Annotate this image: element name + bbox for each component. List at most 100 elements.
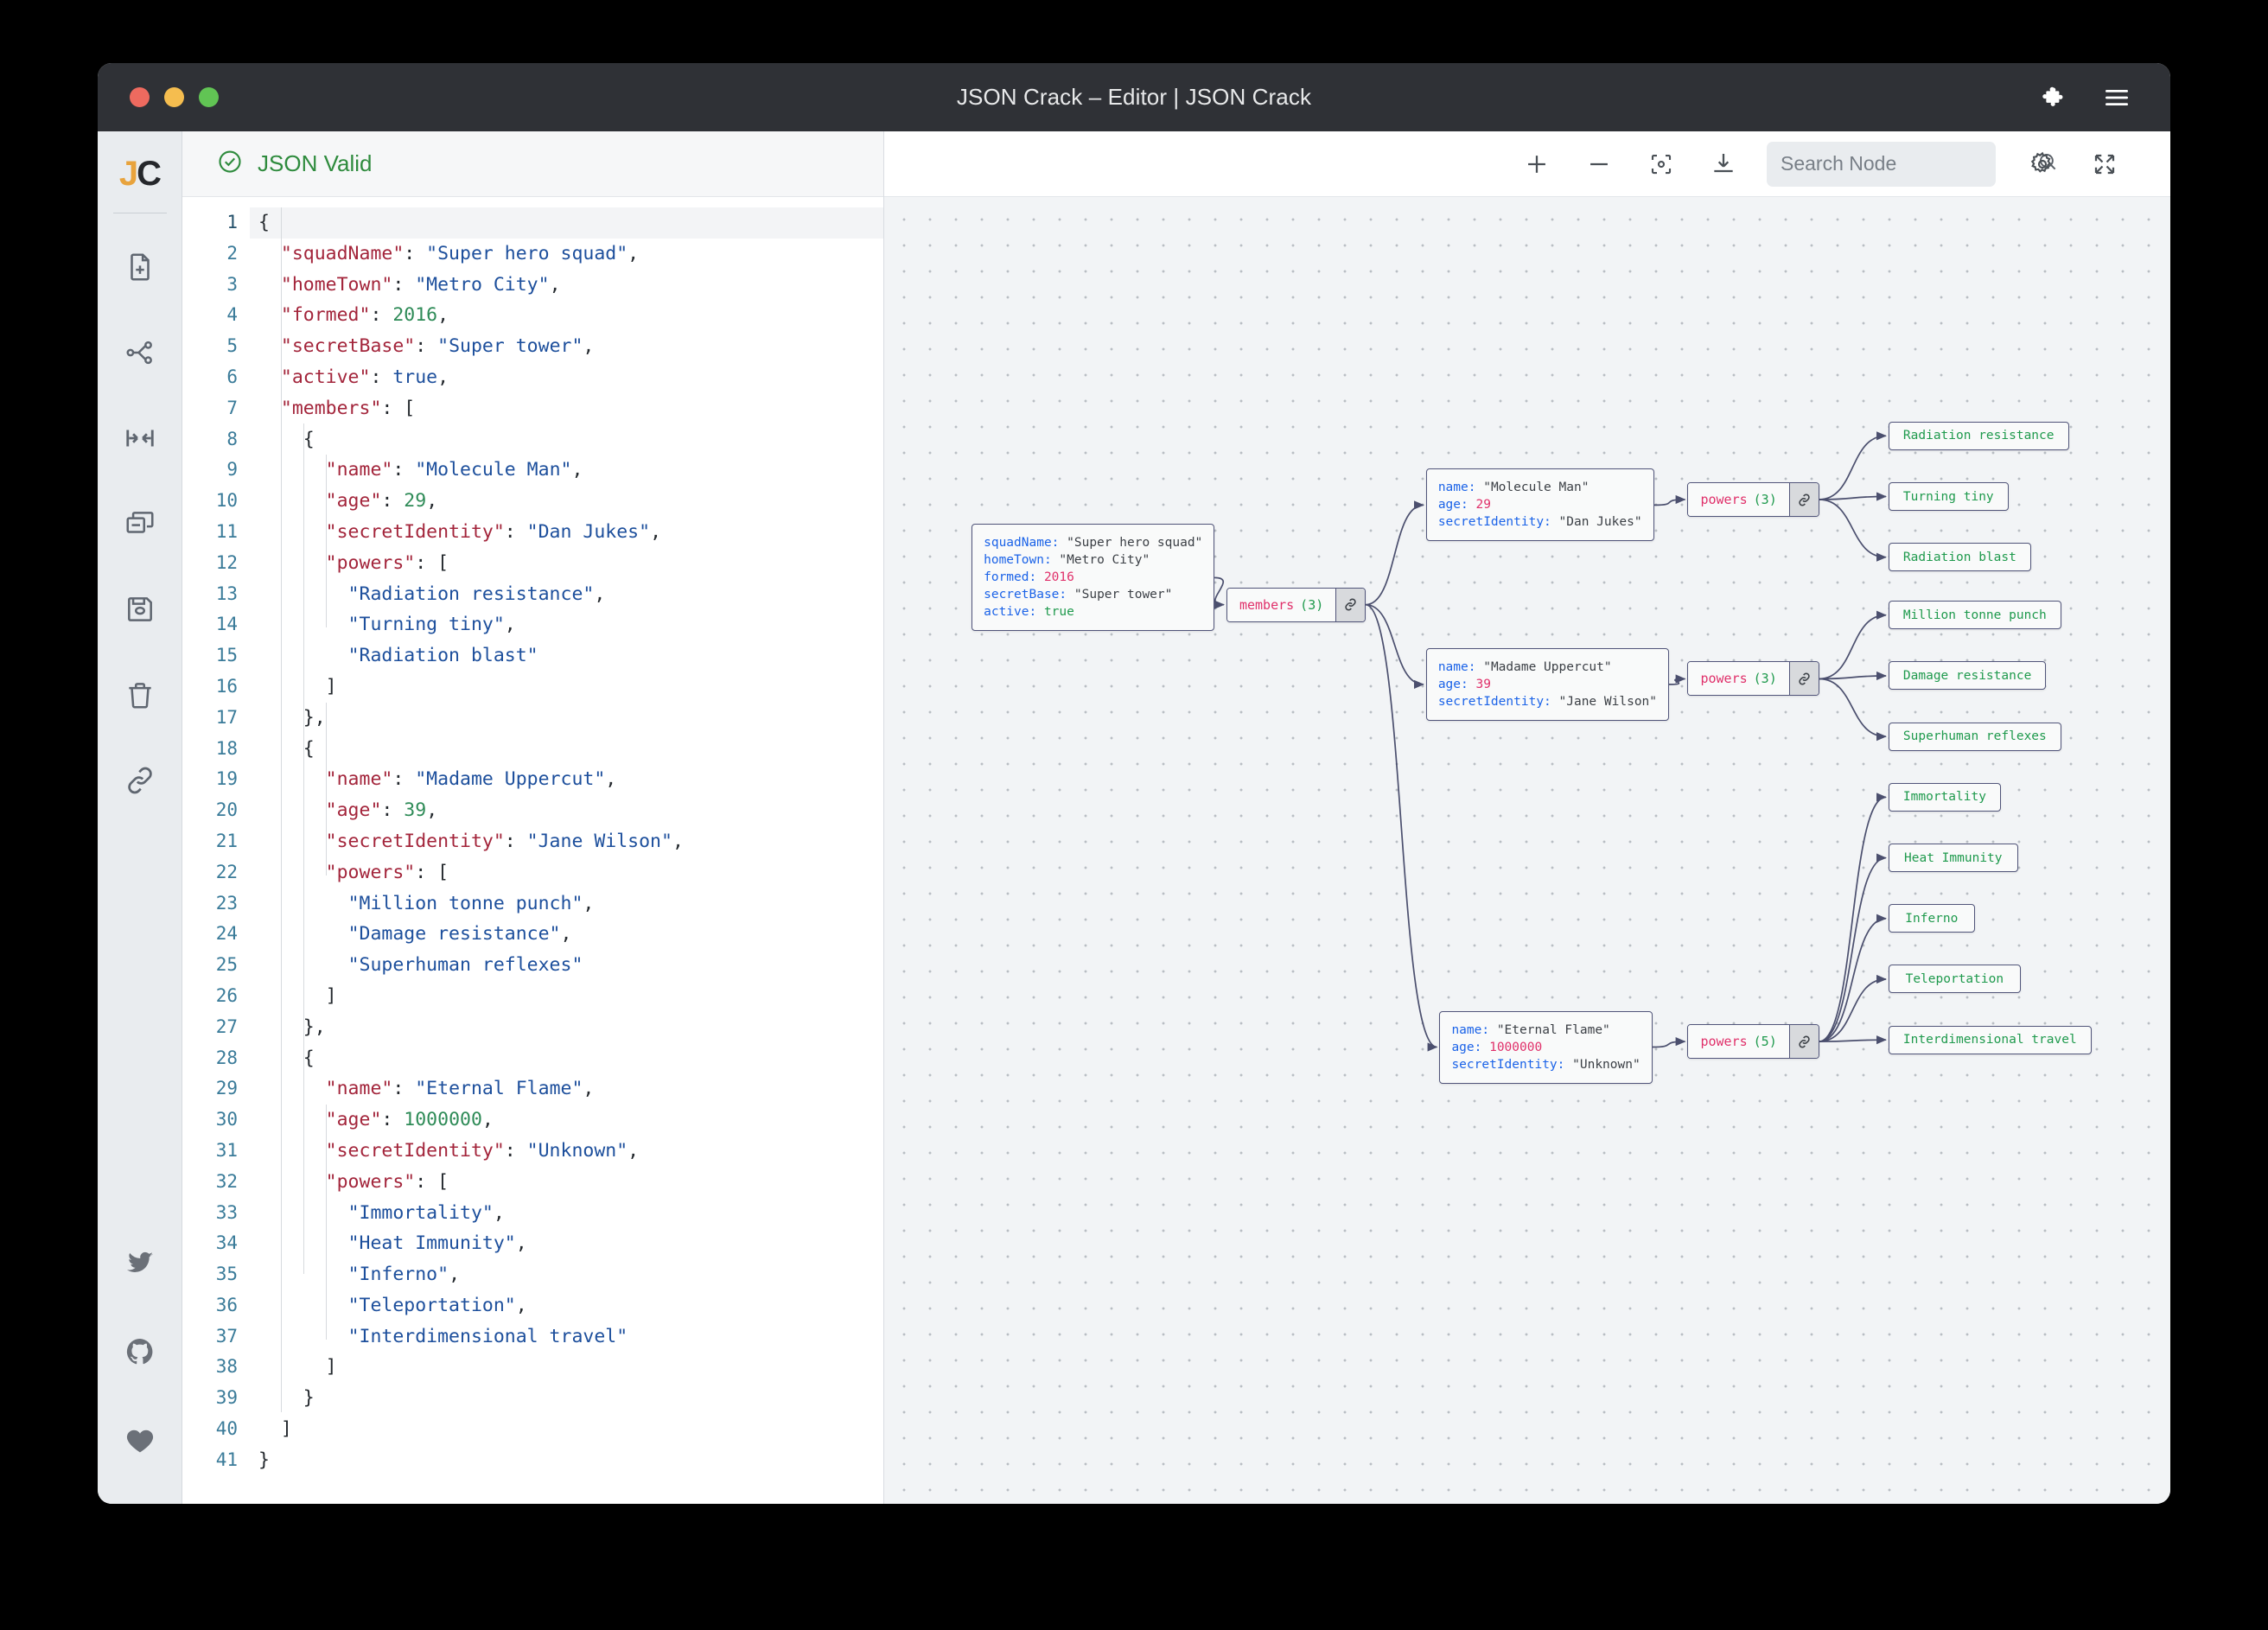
code-line[interactable]: "active": true, [250,362,883,393]
code-line[interactable]: }, [250,703,883,734]
graph-parent-node[interactable]: powers(5) [1687,1024,1819,1060]
github-icon[interactable] [98,1307,182,1396]
graph-leaf-node[interactable]: Immortality [1888,782,2001,812]
new-file-icon[interactable] [98,224,182,309]
code-line[interactable]: "Superhuman reflexes" [250,950,883,981]
code-line[interactable]: ] [250,1352,883,1383]
node-link-icon[interactable] [1788,662,1819,696]
code-line[interactable]: "Damage resistance", [250,919,883,950]
menu-hamburger-icon[interactable] [2104,85,2130,111]
code-token [258,243,281,264]
graph-parent-node[interactable]: members(3) [1226,587,1367,622]
code-token: "secretIdentity" [325,830,505,852]
zoom-out-button[interactable] [1568,133,1630,195]
code-line[interactable]: "Turning tiny", [250,609,883,640]
gear-icon[interactable] [2011,133,2074,195]
collapse-arrows-icon[interactable] [98,395,182,481]
code-line[interactable]: "age": 39, [250,795,883,826]
code-line[interactable]: "powers": [ [250,1167,883,1198]
graph-leaf-node[interactable]: Heat Immunity [1888,844,2018,873]
graph-leaf-node[interactable]: Inferno [1888,904,1975,933]
code-line[interactable]: "Immortality", [250,1198,883,1229]
check-circle-icon [217,149,243,179]
code-line[interactable]: } [250,1445,883,1476]
code-line[interactable]: { [250,734,883,765]
search-node-box[interactable] [1767,141,2056,187]
download-button[interactable] [1692,133,1755,195]
code-line[interactable]: "formed": 2016, [250,300,883,331]
code-line[interactable]: ] [250,1414,883,1445]
fullscreen-button[interactable] [2074,133,2136,195]
zoom-button[interactable] [199,87,219,107]
copy-layers-icon[interactable] [98,481,182,566]
code-line[interactable]: "Teleportation", [250,1290,883,1321]
code-token: : [ [381,397,416,419]
code-line[interactable]: "secretIdentity": "Dan Jukes", [250,517,883,548]
zoom-in-button[interactable] [1506,133,1568,195]
graph-parent-count: (3) [1753,492,1777,507]
code-line[interactable]: ] [250,981,883,1012]
code-line[interactable]: "name": "Molecule Man", [250,455,883,486]
code-line[interactable]: "powers": [ [250,857,883,888]
code-line[interactable]: "Million tonne punch", [250,888,883,920]
code-line[interactable]: } [250,1383,883,1414]
graph-leaf-node[interactable]: Damage resistance [1888,661,2047,691]
code-line[interactable]: "squadName": "Super hero squad", [250,239,883,270]
code-line[interactable]: "members": [ [250,393,883,424]
graph-leaf-node[interactable]: Million tonne punch [1888,601,2061,630]
code-line[interactable]: { [250,424,883,455]
node-link-icon[interactable] [1788,1025,1819,1059]
app-logo[interactable]: JC [119,155,162,194]
code-content[interactable]: { "squadName": "Super hero squad", "home… [250,197,883,1504]
graph-node-key: name: [1437,659,1484,674]
code-line[interactable]: "Radiation blast" [250,640,883,672]
code-line[interactable]: "Heat Immunity", [250,1228,883,1259]
twitter-icon[interactable] [98,1218,182,1307]
graph-leaf-node[interactable]: Teleportation [1888,965,2021,994]
share-graph-icon[interactable] [98,309,182,395]
graph-leaf-node[interactable]: Radiation resistance [1888,421,2069,450]
code-line[interactable]: "age": 29, [250,486,883,517]
trash-icon[interactable] [98,652,182,737]
save-disk-icon[interactable] [98,566,182,652]
code-line[interactable]: "secretIdentity": "Unknown", [250,1136,883,1167]
code-line[interactable]: }, [250,1012,883,1043]
code-line[interactable]: ] [250,672,883,703]
code-line[interactable]: "secretBase": "Super tower", [250,331,883,362]
extensions-puzzle-icon[interactable] [2039,85,2065,111]
node-link-icon[interactable] [1788,483,1819,516]
code-line[interactable]: "Interdimensional travel" [250,1321,883,1353]
code-line[interactable]: "powers": [ [250,548,883,579]
search-input[interactable] [1781,152,2036,175]
code-line[interactable]: "secretIdentity": "Jane Wilson", [250,826,883,857]
graph-leaf-node[interactable]: Radiation blast [1888,543,2031,572]
code-line[interactable]: "homeTown": "Metro City", [250,270,883,301]
node-link-icon[interactable] [1335,588,1366,621]
graph-parent-node[interactable]: powers(3) [1687,661,1819,697]
code-line[interactable]: "Radiation resistance", [250,579,883,610]
graph-leaf-node[interactable]: Interdimensional travel [1888,1025,2092,1054]
graph-object-node[interactable]: squadName: "Super hero squad"homeTown: "… [972,524,1215,632]
center-view-button[interactable] [1630,133,1692,195]
graph-canvas[interactable]: squadName: "Super hero squad"homeTown: "… [884,197,2170,1504]
code-token: "Eternal Flame" [415,1078,583,1100]
heart-icon[interactable] [98,1396,182,1485]
link-icon[interactable] [98,737,182,823]
line-number: 17 [215,706,238,728]
code-line[interactable]: "name": "Eternal Flame", [250,1073,883,1105]
code-token: "secretBase" [280,335,416,358]
graph-leaf-node[interactable]: Superhuman reflexes [1888,722,2061,751]
close-button[interactable] [130,87,150,107]
code-line[interactable]: "name": "Madame Uppercut", [250,764,883,795]
graph-leaf-node[interactable]: Turning tiny [1888,482,2009,511]
code-line[interactable]: { [250,207,883,239]
minimize-button[interactable] [164,87,184,107]
graph-parent-node[interactable]: powers(3) [1687,482,1819,517]
code-line[interactable]: { [250,1043,883,1074]
code-line[interactable]: "age": 1000000, [250,1105,883,1136]
code-line[interactable]: "Inferno", [250,1259,883,1290]
